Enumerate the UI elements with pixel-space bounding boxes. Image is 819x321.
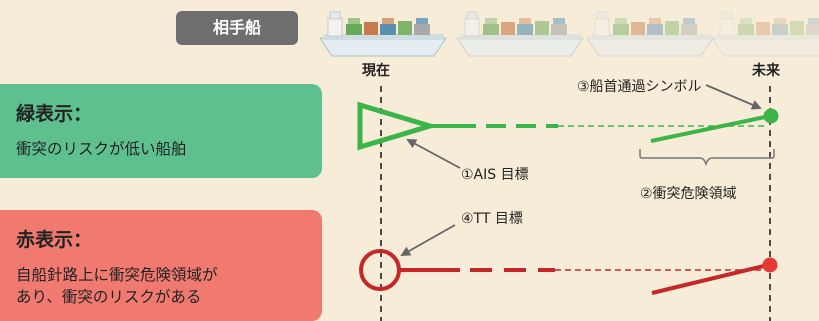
- arrow-icon: [400, 224, 456, 256]
- green-bow-symbol: [763, 108, 779, 124]
- green-panel-description: 衝突のリスクが低い船舶: [16, 140, 187, 158]
- ais-target-label: ①AIS 目標: [461, 167, 529, 183]
- ship-icon: [319, 11, 447, 57]
- red-bow-symbol: [762, 257, 778, 273]
- tt-target-label: ④TT 目標: [461, 211, 523, 227]
- green-display-panel: 緑表示： 衝突のリスクが低い船舶: [0, 84, 322, 178]
- now-label: 現在: [362, 63, 390, 79]
- green-bow-crossing-line: [650, 114, 771, 143]
- collision-zone-bracket: [639, 149, 775, 167]
- green-panel-title: 緑表示：: [16, 103, 93, 125]
- triangle-symbol: [357, 101, 439, 151]
- circle-symbol: [359, 249, 401, 291]
- ship-icon: [456, 11, 584, 57]
- red-bow-crossing-line: [651, 263, 769, 295]
- ship-icon: [711, 11, 819, 57]
- arrow-icon: [406, 139, 461, 169]
- ship-icon: [586, 11, 714, 57]
- red-panel-title: 赤表示：: [16, 229, 93, 251]
- red-display-panel: 赤表示： 自船針路上に衝突危険領域が あり、衝突のリスクがある: [0, 210, 322, 321]
- opponent-ship-tag: 相手船: [176, 11, 298, 45]
- collision-zone-label: ②衝突危険領域: [640, 186, 737, 202]
- bow-symbol-label: ③船首通過シンボル: [577, 79, 702, 95]
- arrow-icon: [705, 84, 762, 110]
- red-panel-description: 自船針路上に衝突危険領域が あり、衝突のリスクがある: [16, 266, 218, 306]
- future-label: 未来: [752, 63, 780, 79]
